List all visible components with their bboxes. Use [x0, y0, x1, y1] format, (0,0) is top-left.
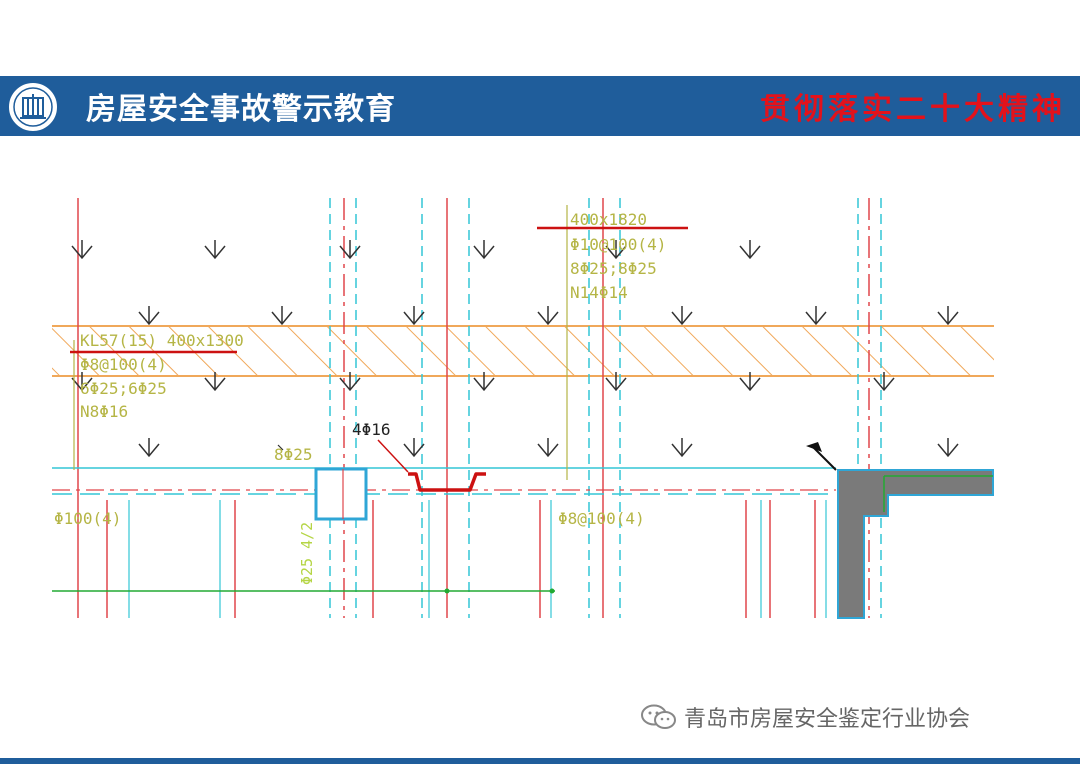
annotation-top-beam-stirrup: Φ10@100(4): [570, 235, 667, 254]
annotation-stirrup-right: Φ8@100(4): [558, 509, 645, 528]
annotation-4phi16: 4Φ16: [352, 420, 391, 439]
annotation-vertical-label: Φ25 4/2: [298, 521, 316, 585]
column-section: [314, 467, 368, 521]
annotation-beam-side: N8Φ16: [80, 402, 129, 421]
bottom-strip: [0, 758, 1080, 764]
axis-lines-cyan: [329, 198, 882, 618]
annotation-top-beam-side: N14Φ14: [570, 283, 628, 302]
slogan-text: 贯彻落实二十大精神: [760, 92, 1066, 127]
slab-arrows: [71, 240, 959, 458]
page-title: 房屋安全事故警示教育: [86, 92, 396, 127]
rebar-ticks-cyan: [128, 500, 827, 618]
wechat-icon: [641, 704, 676, 729]
annotation-beam-stirrup: Φ8@100(4): [80, 355, 167, 374]
pointer-leader: [811, 445, 837, 471]
annotation-top-beam-rebar: 8Φ25;8Φ25: [570, 259, 657, 278]
rebar-bend-4phi16: [408, 472, 486, 492]
annotation-top-beam-size: 400x1820: [570, 210, 648, 229]
annotation-beam-label: KL57(15) 400x1300: [80, 331, 244, 350]
annotation-8phi25: 8Φ25: [274, 445, 313, 464]
annotation-beam-rebar: 6Φ25;6Φ25: [80, 379, 167, 398]
horizontal-cyan-lines: [52, 467, 836, 495]
annotation-leaders: [73, 205, 568, 480]
axis-lines-red: [77, 198, 870, 618]
wall-corner-section: [837, 469, 994, 619]
rebar-ticks: [106, 500, 816, 618]
footer-text: 青岛市房屋安全鉴定行业协会: [684, 707, 971, 732]
association-seal-icon: [7, 81, 59, 133]
footer-credit: 青岛市房屋安全鉴定行业协会: [640, 700, 970, 734]
header-bar: [0, 76, 1080, 136]
annotation-stirrup-left: Φ100(4): [54, 509, 122, 528]
